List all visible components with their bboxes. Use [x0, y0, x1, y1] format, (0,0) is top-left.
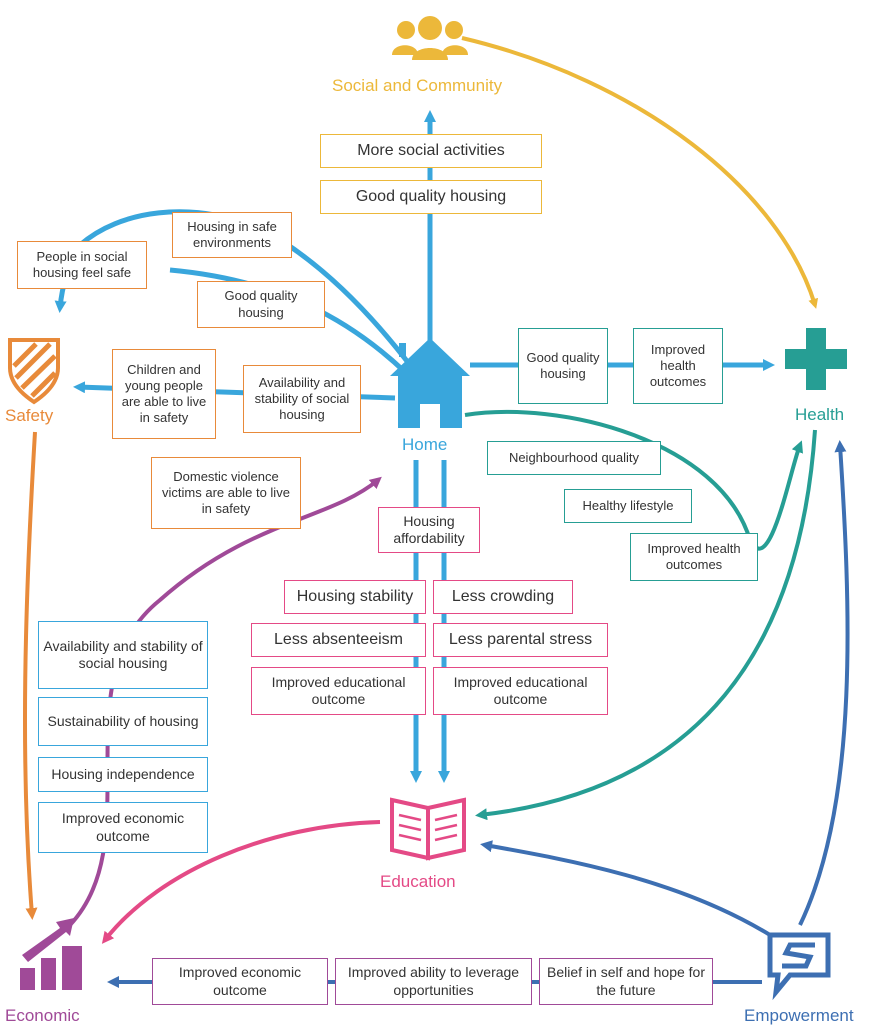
safety-box-good-housing: Good quality housing — [197, 281, 325, 328]
medical-cross-icon — [785, 328, 847, 390]
safety-box-children-safety: Children and young people are able to li… — [112, 349, 216, 439]
house-icon — [390, 338, 470, 428]
social-box-good-housing: Good quality housing — [320, 180, 542, 214]
edu-box-less-crowding: Less crowding — [433, 580, 573, 614]
econ-box-availability: Availability and stability of social hou… — [38, 621, 208, 689]
health-box-neighbourhood: Neighbourhood quality — [487, 441, 661, 475]
safety-box-availability: Availability and stability of social hou… — [243, 365, 361, 433]
health-box-good-housing: Good quality housing — [518, 328, 608, 404]
health-box-improved-outcomes: Improved health outcomes — [633, 328, 723, 404]
econ-box-improved-outcome: Improved economic outcome — [38, 802, 208, 853]
edu-box-housing-stability: Housing stability — [284, 580, 426, 614]
econ-box-independence: Housing independence — [38, 757, 208, 792]
emp-box-economic-outcome: Improved economic outcome — [152, 958, 328, 1005]
edu-box-improved-outcome-2: Improved educational outcome — [433, 667, 608, 715]
arrow-social-to-health — [461, 36, 819, 309]
node-label-education: Education — [380, 872, 456, 891]
node-label-safety: Safety — [5, 406, 54, 425]
emp-box-belief: Belief in self and hope for the future — [539, 958, 713, 1005]
econ-box-sustainability: Sustainability of housing — [38, 697, 208, 746]
arrow-health-to-education — [475, 429, 817, 821]
social-box-more-activities: More social activities — [320, 134, 542, 168]
node-label-home: Home — [402, 435, 448, 454]
open-book-icon — [390, 797, 466, 861]
edu-box-improved-outcome-1: Improved educational outcome — [251, 667, 426, 715]
node-label-social: Social and Community — [332, 76, 503, 95]
safety-box-domestic-violence: Domestic violence victims are able to li… — [151, 457, 301, 529]
edu-box-less-absenteeism: Less absenteeism — [251, 623, 426, 657]
arrow-empowerment-to-education — [480, 840, 772, 937]
node-label-health: Health — [795, 405, 845, 424]
edu-box-less-parental-stress: Less parental stress — [433, 623, 608, 657]
arrow-home-health-lifestyle — [464, 409, 803, 551]
shield-icon — [8, 338, 60, 405]
arrow-safety-to-economic — [22, 431, 38, 920]
health-box-healthy-lifestyle: Healthy lifestyle — [564, 489, 692, 523]
people-group-icon — [392, 16, 468, 60]
emp-box-leverage: Improved ability to leverage opportuniti… — [335, 958, 532, 1005]
bar-chart-growth-icon — [20, 918, 82, 990]
speech-bubble-icon — [767, 932, 831, 1001]
edu-box-affordability: Housing affordability — [378, 507, 480, 553]
safety-box-feel-safe: People in social housing feel safe — [17, 241, 147, 289]
node-label-economic: Economic — [5, 1006, 80, 1025]
node-label-empowerment: Empowerment — [744, 1006, 854, 1025]
arrow-education-to-economic — [101, 820, 381, 944]
safety-box-safe-environments: Housing in safe environments — [172, 212, 292, 258]
health-box-improved-outcomes-2: Improved health outcomes — [630, 533, 758, 581]
arrow-empowerment-to-health — [798, 440, 850, 926]
